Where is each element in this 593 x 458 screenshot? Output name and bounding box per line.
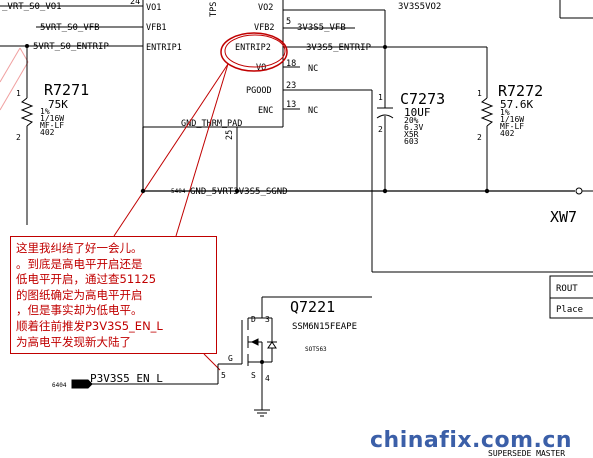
- pin-pgood: PGOOD: [246, 86, 272, 96]
- note-line: 。到底是高电平开启还是: [16, 256, 143, 271]
- supersede-text: SUPERSEDE MASTER: [488, 449, 565, 458]
- q-pin-d: D: [251, 315, 256, 324]
- r7271-size: 402: [40, 128, 55, 137]
- route-box-line1: ROUT: [556, 284, 578, 294]
- q7221-ref: Q7221: [290, 298, 335, 316]
- xw-terminal: [575, 187, 583, 195]
- r7271-tol: 1%: [40, 107, 50, 116]
- pin-vfb2: VFB2: [254, 23, 274, 33]
- q7221-part: SSM6N15FEAPE: [292, 322, 357, 332]
- junction: [382, 188, 388, 194]
- r7271-ref: R7271: [44, 81, 89, 99]
- en-connector: [71, 379, 93, 389]
- net-en: P3V3S5_EN_L: [90, 372, 163, 385]
- ground-symbol: [254, 409, 270, 417]
- junction: [484, 188, 490, 194]
- highlight-circle-inner: [224, 34, 286, 68]
- mosfet-q7221: [230, 296, 372, 410]
- note-line: 顺着往前推发P3V3S5_EN_L: [16, 318, 163, 333]
- route-box-line2: Place: [556, 305, 583, 315]
- thermal-pad-label: GND_THRM_PAD: [181, 119, 242, 129]
- c7273-ref: C7273: [400, 90, 445, 108]
- c7273-size: 603: [404, 137, 419, 146]
- r7272-pin2: 2: [477, 133, 482, 142]
- pin-num-23: 23: [286, 81, 296, 91]
- q-pin-4: 4: [265, 374, 270, 383]
- net-entrip1: 5VRT_S0_ENTRIP: [33, 42, 109, 52]
- note-line: ，但是事实却为低电平。: [16, 303, 143, 318]
- annotation-arrows: [113, 63, 229, 371]
- q-pin-g: G: [228, 354, 233, 363]
- r7271-type: MF-LF: [40, 121, 64, 130]
- q-pin-s: S: [251, 371, 256, 380]
- capacitor-c7273: [376, 10, 394, 191]
- c7273-pin1: 1: [378, 93, 383, 102]
- c7273-voltage: 6.3V: [404, 123, 423, 132]
- gnd-net: [142, 127, 575, 192]
- watermark: chinafix.com.cn: [370, 428, 573, 453]
- c7273-pin2: 2: [378, 125, 383, 134]
- pin-enc: ENC: [258, 106, 273, 116]
- c7273-dielectric: X5R: [404, 130, 419, 139]
- r7271-value: 75K: [48, 98, 68, 111]
- r7271-power: 1/16W: [40, 114, 64, 123]
- pin-num-18: 18: [286, 59, 296, 69]
- junction: [260, 360, 264, 364]
- pin-entrip2: ENTRIP2: [235, 43, 271, 53]
- pin-num-13: 13: [286, 100, 296, 110]
- pin-vo-fragment: VO: [256, 63, 266, 73]
- junction: [25, 44, 29, 48]
- q7221-package: SOT563: [305, 346, 327, 353]
- en-prefix: 6404: [52, 382, 67, 389]
- pin-nc-label: NC: [308, 106, 318, 116]
- pin-vo2: VO2: [258, 3, 273, 13]
- r7272-tol: 1%: [500, 108, 510, 117]
- resistor-r7271: [20, 46, 34, 225]
- r7272-value: 57.6K: [500, 98, 533, 111]
- c7273-value: 10UF: [404, 106, 431, 119]
- xw-ref: XW7: [550, 208, 577, 226]
- r7272-pin1: 1: [477, 89, 482, 98]
- note-line: 的图纸确定为高电平开启: [16, 287, 143, 302]
- net-gnd: GND_5VRT3V3S5_SGND: [190, 187, 288, 197]
- net-v3s5-vo2: 3V3S5VO2: [398, 2, 441, 12]
- net-v3s5-vfb: 3V3S5_VFB: [297, 23, 346, 33]
- highlight-circle: [220, 32, 288, 72]
- pin-vo1: VO1: [146, 3, 161, 13]
- r7272-power: 1/16W: [500, 115, 524, 124]
- c7273-tol: 20%: [404, 116, 419, 125]
- pin-num-24: 24: [130, 0, 140, 7]
- q-pin-5: 5: [221, 371, 226, 380]
- annotation-note: 这里我纠结了好一会儿。 。到底是高电平开启还是 低电平开启，通过查51125 的…: [10, 236, 217, 354]
- gnd-prefix: 5404: [171, 188, 186, 195]
- resistor-r7272: [385, 46, 494, 191]
- pin-nc-label: NC: [308, 64, 318, 74]
- net-vfb: 5VRT_S0_VFB: [40, 23, 100, 33]
- junction: [234, 188, 240, 194]
- r7272-size: 402: [500, 129, 515, 138]
- net-vo1: _VRT_S0_VO1: [2, 2, 62, 12]
- r7272-type: MF-LF: [500, 122, 524, 131]
- pin-vfb1: VFB1: [146, 23, 166, 33]
- r7272-ref: R7272: [498, 82, 543, 100]
- pin-num-5: 5: [286, 17, 291, 27]
- junction: [140, 188, 146, 194]
- net-v3s5-entrip: 3V3S5_ENTRIP: [306, 43, 372, 53]
- q-pin-3: 3: [265, 315, 270, 324]
- r7271-pin2: 2: [16, 133, 21, 142]
- route-box: [549, 275, 593, 319]
- ic-body: [142, 0, 284, 128]
- note-line: 低电平开启，通过查51125: [16, 272, 157, 287]
- note-line: 为高电平发现新大陆了: [16, 334, 131, 349]
- r7271-pin1: 1: [16, 89, 21, 98]
- note-line: 这里我纠结了好一会儿。: [16, 241, 143, 255]
- pin-entrip1: ENTRIP1: [146, 43, 182, 53]
- ic-part-label: TPS: [209, 2, 219, 17]
- pin-num-25: 25: [225, 130, 235, 140]
